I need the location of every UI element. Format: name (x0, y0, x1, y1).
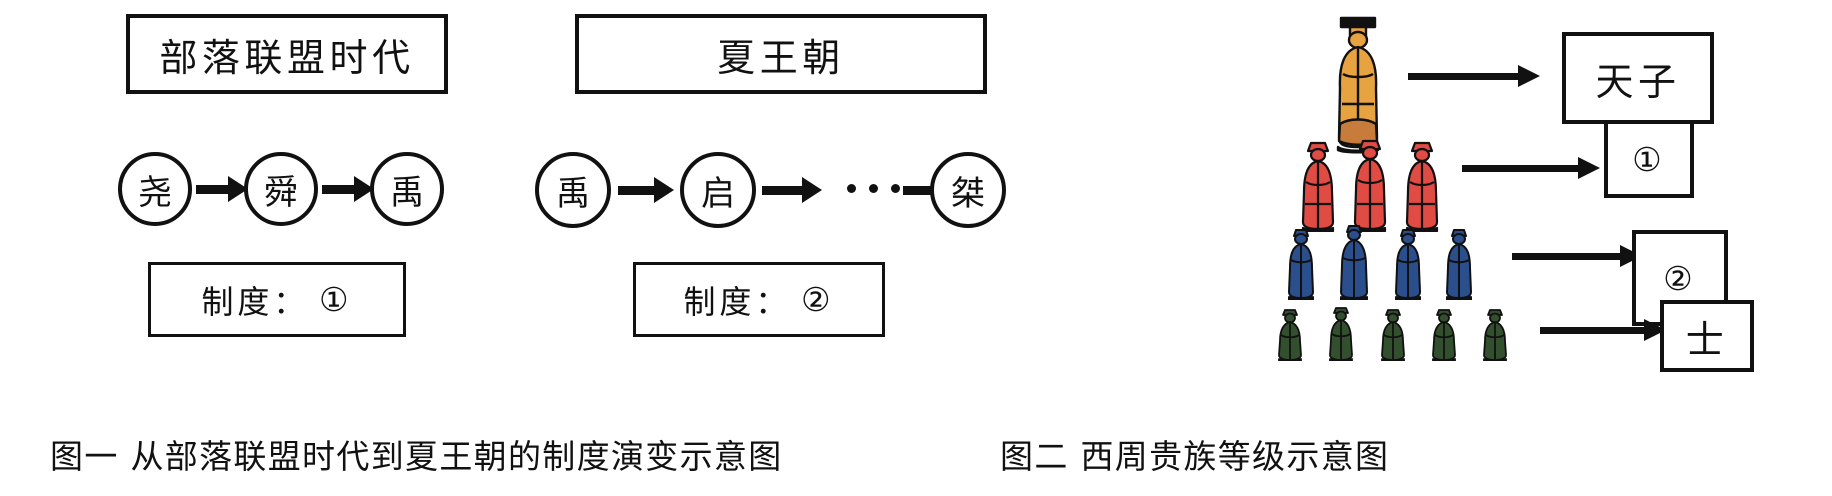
panel-a-system-value: ① (319, 280, 353, 319)
ellipsis-dots (847, 184, 900, 193)
ruler-jie-label: 桀 (951, 173, 985, 214)
figurine-tier1-1 (1329, 14, 1387, 154)
tier3-label: ② (1663, 258, 1697, 298)
ruler-qi-label: 启 (701, 173, 735, 214)
ruler-shun: 舜 (244, 152, 318, 226)
panel-a-title: 部落联盟时代 (159, 35, 415, 80)
panel-b-system-label: 制度： (683, 282, 792, 321)
tier4-label-box: 士 (1660, 300, 1754, 372)
ruler-qi: 启 (680, 152, 756, 228)
ruler-yu-a: 禹 (370, 152, 444, 226)
ruler-yu-b-label: 禹 (556, 173, 590, 214)
ruler-yao-label: 尧 (138, 172, 172, 213)
figure-one-caption: 图一 从部落联盟时代到夏王朝的制度演变示意图 (50, 437, 783, 476)
figurine-tier3-3 (1390, 226, 1426, 300)
figurine-tier4-5 (1479, 307, 1511, 361)
figurine-tier3-4 (1441, 226, 1477, 300)
figurine-tier4-4 (1428, 307, 1460, 361)
panel-b-title: 夏王朝 (717, 35, 845, 80)
ruler-yao: 尧 (118, 152, 192, 226)
figurine-tier3-1 (1283, 226, 1319, 300)
panel-b-system-box: 制度： ② (633, 262, 885, 337)
tier1-label: 天子 (1595, 59, 1681, 104)
panel-b-title-box: 夏王朝 (575, 14, 987, 94)
figurine-tier2-3 (1400, 140, 1444, 232)
ellipsis-dot (891, 184, 900, 193)
figurine-tier2-1 (1296, 140, 1340, 232)
tier4-label: 士 (1685, 317, 1729, 362)
figurine-tier2-2 (1348, 138, 1392, 232)
tier1-label-box: 天子 (1562, 32, 1714, 124)
figurine-tier3-2 (1335, 222, 1373, 300)
tier2-label-box: ① (1604, 120, 1694, 198)
panel-a-title-box: 部落联盟时代 (126, 14, 448, 94)
ellipsis-dot (869, 184, 878, 193)
tier2-label: ① (1632, 139, 1666, 179)
figurine-tier4-2 (1325, 305, 1357, 361)
ruler-jie: 桀 (930, 152, 1006, 228)
ruler-yu-a-label: 禹 (390, 172, 424, 213)
figurine-tier4-1 (1274, 307, 1306, 361)
ruler-yu-b: 禹 (535, 152, 611, 228)
panel-b-system-value: ② (801, 280, 835, 319)
panel-a-system-label: 制度： (201, 282, 310, 321)
ruler-shun-label: 舜 (264, 172, 298, 213)
figure-two-caption: 图二 西周贵族等级示意图 (1000, 437, 1390, 476)
panel-a-system-box: 制度： ① (148, 262, 406, 337)
figurine-tier4-3 (1377, 307, 1409, 361)
ellipsis-dot (847, 184, 856, 193)
